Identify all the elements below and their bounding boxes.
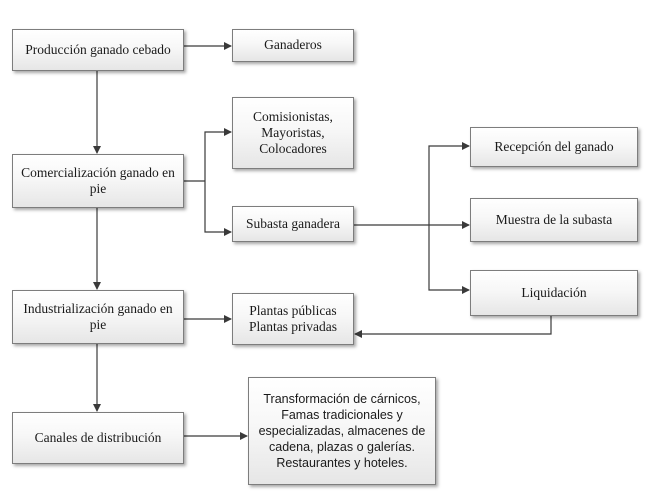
node-recepcion-ganado: Recepción del ganado <box>470 127 638 167</box>
node-plantas: Plantas públicas Plantas privadas <box>232 293 354 345</box>
node-label-line-3: especializadas, almacenes de <box>258 424 426 438</box>
arrow-branch-to-comisionistas <box>204 128 232 181</box>
arrow-branch-to-liquidacion <box>428 225 470 294</box>
node-label-line-2: Plantas privadas <box>248 319 338 334</box>
node-liquidacion: Liquidación <box>470 270 638 316</box>
node-label-line-1: Comercialización ganado en <box>21 164 175 180</box>
node-comercializacion-ganado: Comercialización ganado en pie <box>12 154 184 208</box>
node-label-line-2: Famas tradicionales y <box>281 408 403 422</box>
node-produccion-ganado-cebado: Producción ganado cebado <box>12 29 184 71</box>
node-comisionistas: Comisionistas, Mayoristas, Colocadores <box>232 97 354 169</box>
node-label-line-5: Restaurantes y hoteles. <box>276 456 408 470</box>
node-muestra-subasta: Muestra de la subasta <box>470 198 638 242</box>
node-label-line-3: Colocadores <box>259 141 327 157</box>
arrow-branch-to-recepcion <box>428 142 470 225</box>
node-label: Producción ganado cebado <box>25 41 171 57</box>
node-subasta-ganadera: Subasta ganadera <box>232 206 354 242</box>
node-label: Canales de distribución <box>34 429 162 445</box>
node-transformacion-carnicos: Transformación de cárnicos, Famas tradic… <box>248 377 436 485</box>
node-label: Subasta ganadera <box>245 215 341 231</box>
node-canales-distribucion: Canales de distribución <box>12 412 184 464</box>
arrow-liquidacion-to-plantas <box>354 316 552 338</box>
node-label-line-1: Industrialización ganado en <box>23 300 173 316</box>
node-label-line-2: pie <box>89 181 107 196</box>
node-label-line-1: Comisionistas, <box>253 108 333 124</box>
node-label-line-1: Transformación de cárnicos, <box>263 392 421 406</box>
node-ganaderos: Ganaderos <box>232 29 354 62</box>
node-label: Muestra de la subasta <box>495 211 613 227</box>
node-label-line-2: pie <box>89 317 107 332</box>
node-industrializacion-ganado: Industrialización ganado en pie <box>12 290 184 344</box>
arrow-branch-to-subasta <box>204 181 232 236</box>
node-label: Recepción del ganado <box>494 138 614 154</box>
node-label: Ganaderos <box>264 37 322 53</box>
node-label-line-2: Mayoristas, <box>261 124 325 140</box>
node-label-line-4: cadena, plazas o galerías. <box>269 440 415 454</box>
node-label: Liquidación <box>521 284 587 300</box>
node-label-line-1: Plantas públicas <box>249 302 337 318</box>
